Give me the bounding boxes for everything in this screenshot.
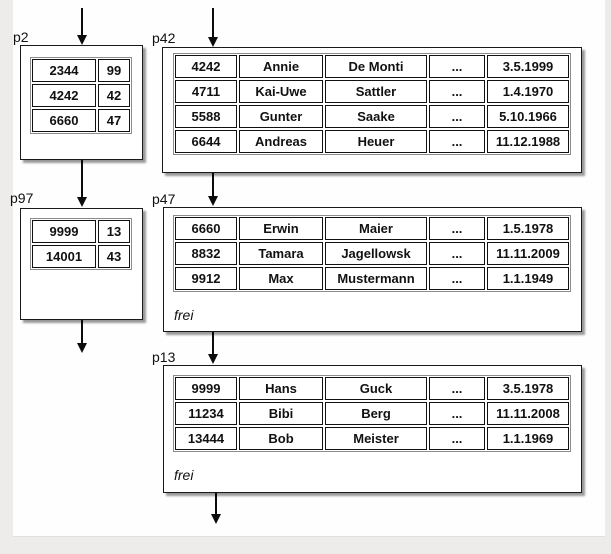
table-cell: 1.1.1949 [487,267,569,290]
table-cell: 6660 [32,109,96,132]
table-cell: ... [429,130,485,153]
table-cell: 6660 [175,217,237,240]
free-space-label-p47: frei [174,307,194,323]
arrow-p47-to-p13 [208,332,218,364]
table-cell: 99 [98,59,130,82]
table-cell: 6644 [175,130,237,153]
table-cell: 47 [98,109,130,132]
arrow-head-icon [208,37,218,47]
arrow-shaft [81,320,83,344]
arrow-shaft [212,173,214,197]
table-cell: 4242 [175,55,237,78]
table-cell: ... [429,105,485,128]
table-cell: Erwin [239,217,323,240]
table-cell: ... [429,55,485,78]
page-label-p47: p47 [152,191,176,207]
table-cell: Maier [325,217,427,240]
table-cell: 13444 [175,427,237,450]
arrow-shaft [81,8,83,36]
table-cell: Hans [239,377,323,400]
table-cell: ... [429,242,485,265]
table-cell: Guck [325,377,427,400]
table-cell: Berg [325,402,427,425]
arrow-shaft [212,332,214,355]
table-cell: Max [239,267,323,290]
page-label-p13: p13 [152,349,176,365]
table-cell: 9999 [175,377,237,400]
free-space-label-p13: frei [174,467,194,483]
table-cell: 11.11.2009 [487,242,569,265]
table-cell: Kai-Uwe [239,80,323,103]
table-cell: ... [429,427,485,450]
arrow-head-icon [208,354,218,364]
arrow-p42-to-p47 [208,173,218,206]
table-cell: 5588 [175,105,237,128]
arrow-head-icon [77,197,87,207]
arrow-shaft [215,493,217,515]
table-cell: 11.12.1988 [487,130,569,153]
table-cell: ... [429,80,485,103]
arrow-into-p42 [208,8,218,47]
table-cell: 5.10.1966 [487,105,569,128]
arrow-p2-to-p97 [77,160,87,207]
table-cell: 8832 [175,242,237,265]
table-cell: Tamara [239,242,323,265]
table-cell: 11.11.2008 [487,402,569,425]
table-cell: Andreas [239,130,323,153]
arrow-out-of-p13 [211,493,221,524]
arrow-head-icon [77,35,87,45]
table-cell: 43 [98,245,130,268]
table-cell: 3.5.1978 [487,377,569,400]
table-cell: ... [429,402,485,425]
page-label-p42: p42 [152,30,176,46]
table-cell: Bob [239,427,323,450]
table-cell: 1.5.1978 [487,217,569,240]
table-cell: 14001 [32,245,96,268]
page-label-p2: p2 [13,29,29,45]
table-cell: Gunter [239,105,323,128]
arrow-shaft [212,8,214,38]
table-cell: 13 [98,220,130,243]
table-cell: Sattler [325,80,427,103]
table-cell: ... [429,217,485,240]
table-cell: 9912 [175,267,237,290]
table-cell: 11234 [175,402,237,425]
table-cell: 4711 [175,80,237,103]
table-cell: Meister [325,427,427,450]
table-cell: 42 [98,84,130,107]
arrow-head-icon [211,514,221,524]
table-cell: 3.5.1999 [487,55,569,78]
table-cell: 2344 [32,59,96,82]
arrow-out-of-p97 [77,320,87,353]
table-cell: Heuer [325,130,427,153]
table-cell: 1.4.1970 [487,80,569,103]
table-cell: 4242 [32,84,96,107]
table-cell: De Monti [325,55,427,78]
table-cell: Saake [325,105,427,128]
table-cell: 9999 [32,220,96,243]
arrow-into-p2 [77,8,87,45]
page-label-p97: p97 [10,190,34,206]
arrow-head-icon [208,196,218,206]
arrow-shaft [81,160,83,198]
arrow-head-icon [77,343,87,353]
table-cell: Jagellowsk [325,242,427,265]
table-cell: ... [429,377,485,400]
table-cell: Annie [239,55,323,78]
table-cell: 1.1.1969 [487,427,569,450]
table-cell: Mustermann [325,267,427,290]
table-cell: ... [429,267,485,290]
table-cell: Bibi [239,402,323,425]
